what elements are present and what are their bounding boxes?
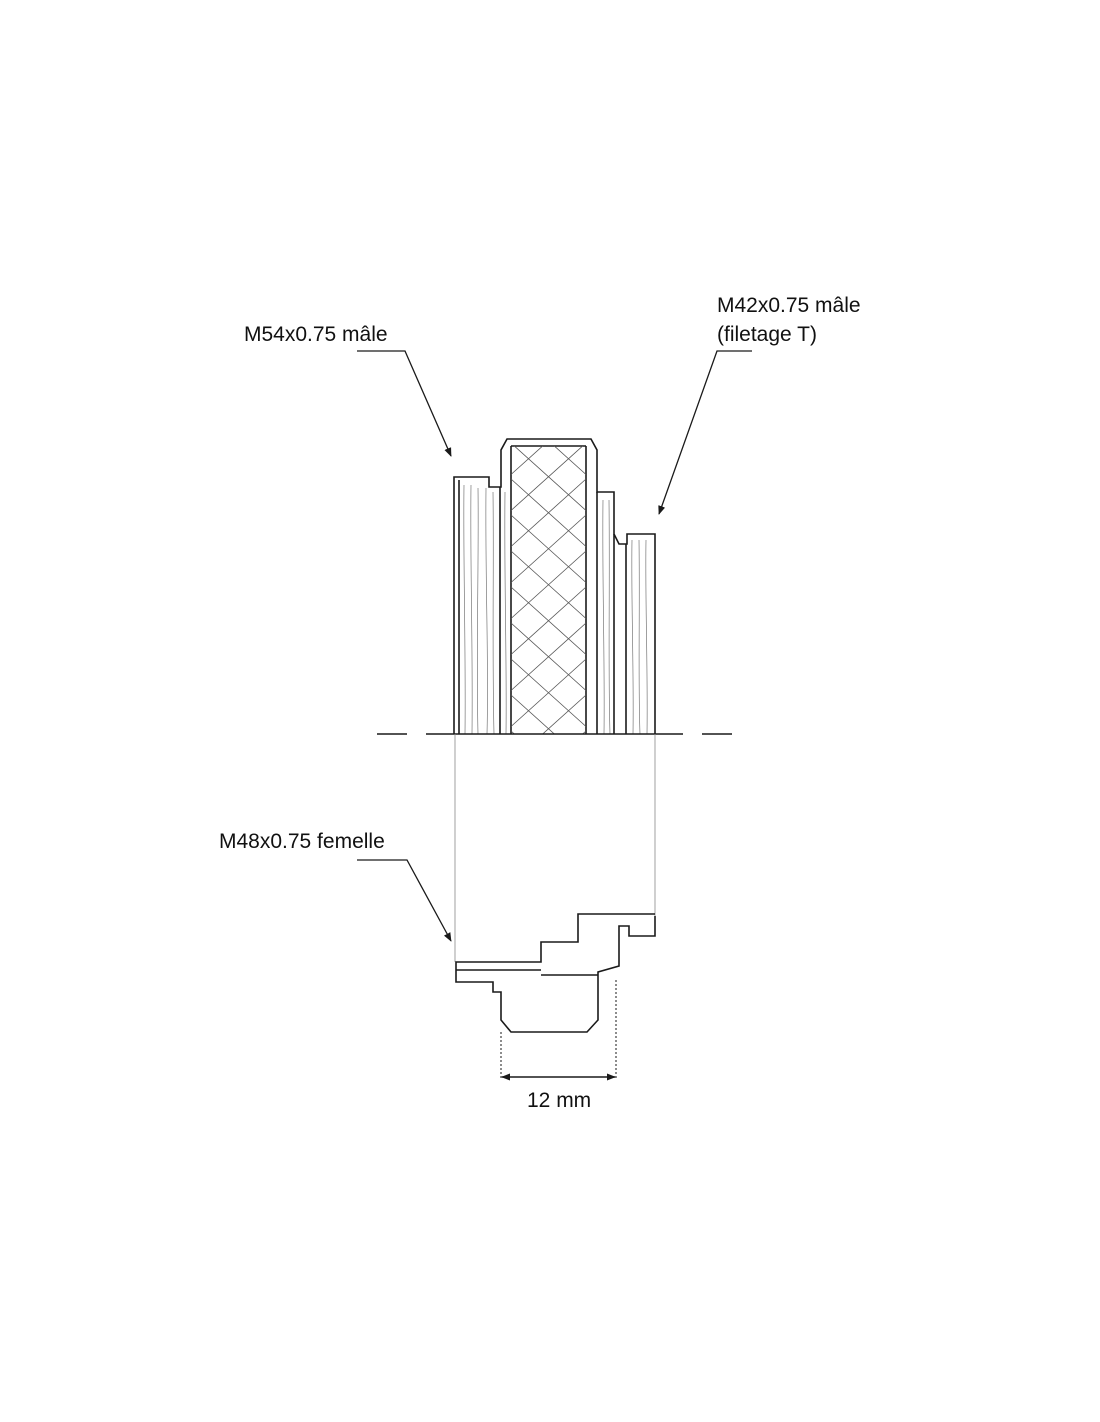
left-wall-hatch [463,484,495,734]
knurl-hatch [511,371,586,871]
label-m42-male-line1: M42x0.75 mâle [717,294,861,317]
knurl-line [511,803,586,871]
projection-lines [454,734,656,962]
leader-lines [357,350,752,942]
label-m54-male: M54x0.75 mâle [244,323,388,346]
knurl-line [511,371,586,439]
knurl-line [553,446,586,475]
lower-outer-profile [455,913,656,1033]
leader-m54 [357,350,452,457]
label-m42-male-line2: (filetage T) [717,323,817,346]
knurl-line [511,767,586,835]
knurl-line [511,371,586,439]
leader-m48 [357,859,452,942]
upper-profile [453,438,656,734]
knurl-line [511,658,586,727]
knurl-line [511,767,586,835]
dimension-12mm [500,980,617,1081]
knurl-line [511,550,586,619]
dimension-label: 12 mm [527,1089,592,1112]
mid-wall-hatch [504,491,611,735]
knurl-line [511,514,586,583]
knurl-line [511,586,586,655]
knurl-line [511,803,586,871]
knurl-line [542,694,586,734]
leader-m42 [658,350,752,515]
knurl-line [511,730,515,734]
knurl-line [511,622,586,691]
knurl-line [511,478,586,547]
outer-profile-line [453,438,656,734]
knurl-line [511,446,584,511]
lower-profile [455,913,656,1033]
knurl-line [511,446,544,475]
label-m48-female: M48x0.75 femelle [219,830,385,853]
right-wall-hatch [631,539,648,734]
knurl-line [582,730,586,734]
